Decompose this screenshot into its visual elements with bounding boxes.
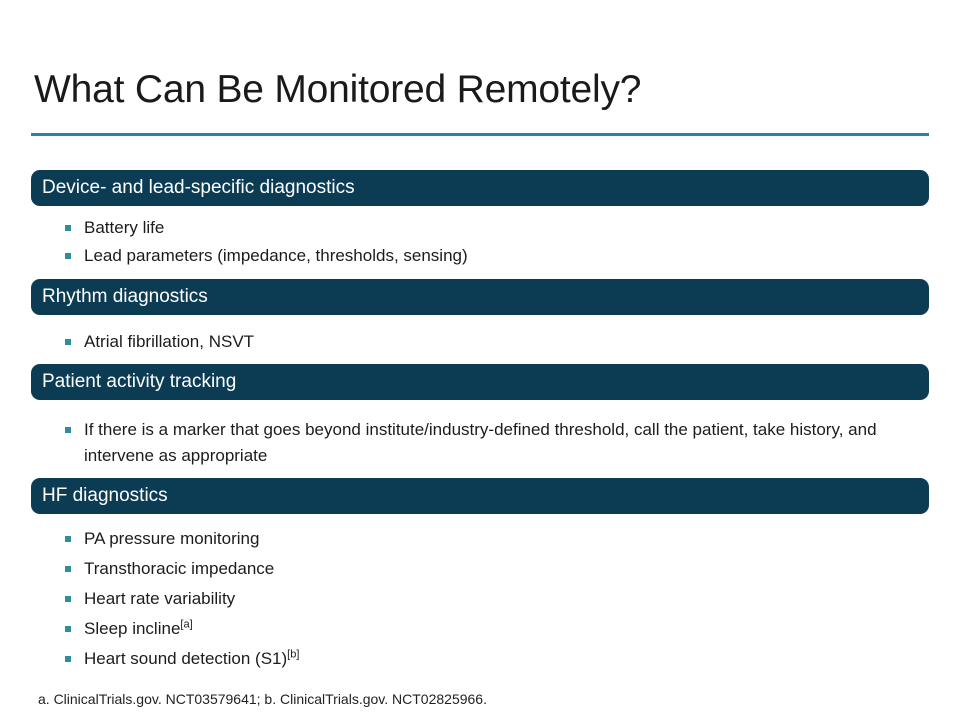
list-item: Transthoracic impedance — [0, 556, 960, 582]
section-device-lead-diagnostics: Device- and lead-specific diagnostics Ba… — [0, 170, 960, 269]
section-header-bar: Patient activity tracking — [31, 364, 929, 400]
section-patient-activity-tracking: Patient activity tracking If there is a … — [0, 364, 960, 469]
list-item-text: Lead parameters (impedance, thresholds, … — [84, 246, 468, 265]
list-item: Battery life — [0, 215, 960, 241]
list-item: Sleep incline[a] — [0, 616, 960, 642]
list-item-text: Battery life — [84, 218, 165, 237]
list-item-text: Heart rate variability — [84, 589, 236, 608]
section-spacer — [0, 355, 960, 364]
section-hf-diagnostics: HF diagnostics PA pressure monitoring Tr… — [0, 478, 960, 672]
bullet-marker-icon — [65, 626, 71, 632]
section-heading: Device- and lead-specific diagnostics — [42, 177, 355, 198]
section-heading: HF diagnostics — [42, 485, 168, 506]
list-item-text: Transthoracic impedance — [84, 559, 275, 578]
list-item-text: Atrial fibrillation, NSVT — [84, 332, 255, 351]
footnote-ref-b: [b] — [287, 648, 300, 661]
bullet-list: If there is a marker that goes beyond in… — [0, 400, 960, 469]
section-heading: Rhythm diagnostics — [42, 286, 208, 307]
section-heading: Patient activity tracking — [42, 371, 237, 392]
list-item-text: Heart sound detection (S1) — [84, 649, 288, 668]
list-item: If there is a marker that goes beyond in… — [0, 417, 960, 469]
bullet-marker-icon — [65, 253, 71, 259]
list-item-text: Sleep incline — [84, 619, 181, 638]
section-header-bar: Device- and lead-specific diagnostics — [31, 170, 929, 206]
list-item: Heart sound detection (S1)[b] — [0, 646, 960, 672]
footnote-text: a. ClinicalTrials.gov. NCT03579641; b. C… — [38, 691, 487, 707]
bullet-marker-icon — [65, 427, 71, 433]
section-spacer — [0, 469, 960, 478]
section-rhythm-diagnostics: Rhythm diagnostics Atrial fibrillation, … — [0, 279, 960, 355]
list-item: Heart rate variability — [0, 586, 960, 612]
bullet-marker-icon — [65, 596, 71, 602]
bullet-marker-icon — [65, 656, 71, 662]
title-divider — [31, 133, 929, 136]
section-spacer — [0, 269, 960, 279]
section-header-bar: Rhythm diagnostics — [31, 279, 929, 315]
list-item-text: PA pressure monitoring — [84, 529, 260, 548]
list-item: Atrial fibrillation, NSVT — [0, 329, 960, 355]
bullet-marker-icon — [65, 566, 71, 572]
list-item: Lead parameters (impedance, thresholds, … — [0, 243, 960, 269]
bullet-marker-icon — [65, 339, 71, 345]
footnote-ref-a: [a] — [180, 618, 193, 631]
bullet-list: Battery life Lead parameters (impedance,… — [0, 206, 960, 269]
page-title: What Can Be Monitored Remotely? — [34, 68, 642, 111]
bullet-list: Atrial fibrillation, NSVT — [0, 315, 960, 355]
bullet-marker-icon — [65, 536, 71, 542]
list-item: PA pressure monitoring — [0, 526, 960, 552]
content-stack: Device- and lead-specific diagnostics Ba… — [0, 170, 960, 672]
list-item-text: If there is a marker that goes beyond in… — [84, 420, 877, 465]
section-header-bar: HF diagnostics — [31, 478, 929, 514]
bullet-list: PA pressure monitoring Transthoracic imp… — [0, 514, 960, 672]
bullet-marker-icon — [65, 225, 71, 231]
